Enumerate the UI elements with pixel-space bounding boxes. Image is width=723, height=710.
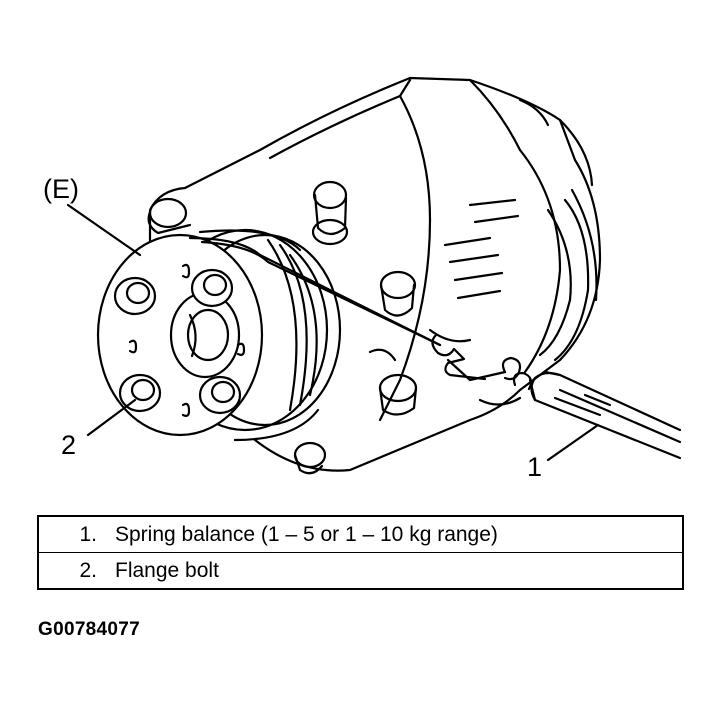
magnetic-clutch xyxy=(96,228,342,442)
legend-table: 1. Spring balance (1 – 5 or 1 – 10 kg ran… xyxy=(37,515,684,590)
callout-tool-e: (E) xyxy=(43,174,79,204)
leader-line-2 xyxy=(86,398,137,437)
figure-code: G00784077 xyxy=(38,619,141,640)
compressor-illustration xyxy=(66,76,682,475)
pull-cord xyxy=(188,236,533,391)
legend-text: Spring balance (1 – 5 or 1 – 10 kg range… xyxy=(115,522,498,546)
legend-number: 2. xyxy=(79,558,97,582)
callout-item-2: 2 xyxy=(61,430,77,460)
legend-cell: 2. Flange bolt xyxy=(37,552,684,590)
leader-line-1 xyxy=(546,423,600,462)
legend-row: 2. Flange bolt xyxy=(37,552,684,590)
callout-item-1: 1 xyxy=(527,452,543,482)
legend-text: Flange bolt xyxy=(115,558,219,582)
compressor-body xyxy=(147,76,602,475)
spring-balance xyxy=(528,370,682,460)
leader-line-e xyxy=(66,203,142,257)
legend-cell: 1. Spring balance (1 – 5 or 1 – 10 kg ran… xyxy=(37,515,684,553)
legend-number: 1. xyxy=(79,522,97,546)
legend-row: 1. Spring balance (1 – 5 or 1 – 10 kg ran… xyxy=(37,515,684,553)
